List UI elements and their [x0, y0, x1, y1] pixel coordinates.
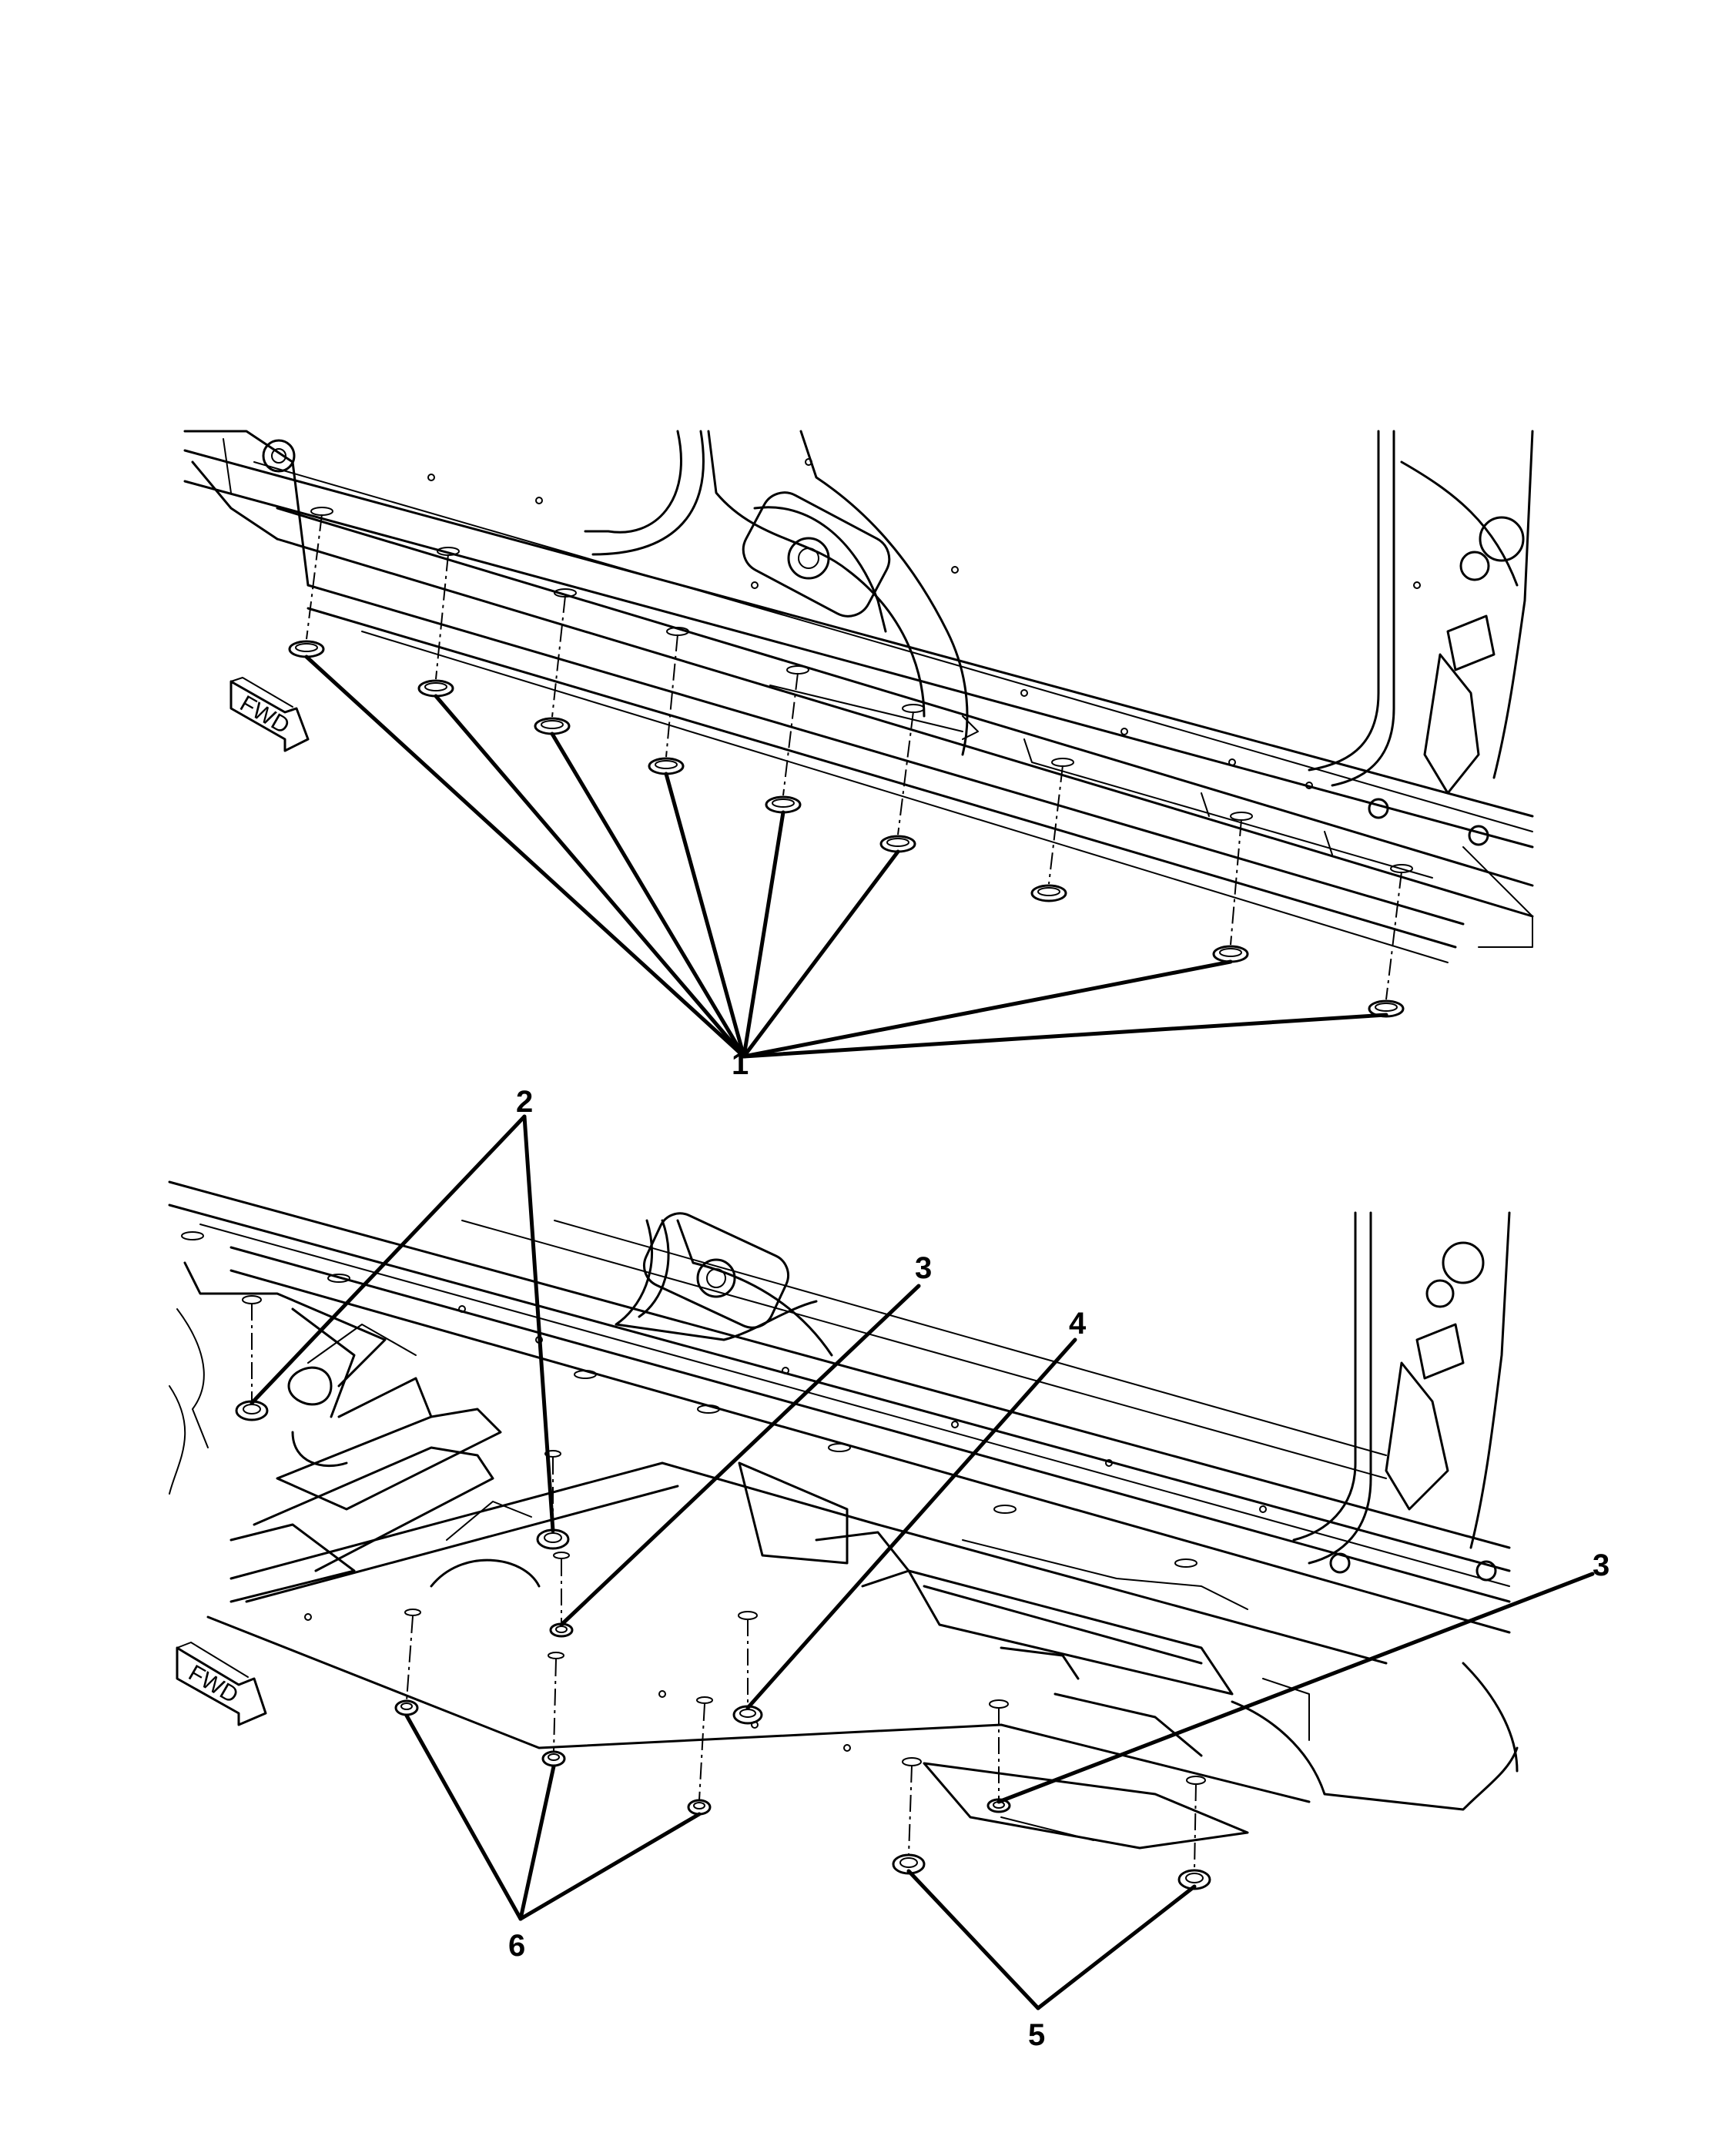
plug-round-item-6 [687, 1799, 712, 1816]
callout-6: 6 [508, 1929, 525, 1963]
callout-5: 5 [1028, 2018, 1045, 2052]
upper-plugs [288, 514, 1405, 1018]
plug-round-item-6 [394, 1699, 419, 1716]
fwd-label: FWD [184, 1660, 243, 1709]
callout-3-right: 3 [1593, 1548, 1609, 1582]
callout-3-left: 3 [915, 1251, 932, 1285]
callout-4-leader [745, 1337, 1077, 1710]
plug-oval [1212, 945, 1249, 963]
callout-2: 2 [516, 1085, 533, 1119]
callout-3-leader-right [996, 1572, 1595, 1804]
plug-round-item-2 [536, 1528, 570, 1550]
lower-view-floor-pan [168, 1180, 1519, 1850]
plug-oval [648, 757, 685, 775]
callout-1: 1 [732, 1047, 749, 1081]
callout-3-leader-left [559, 1284, 921, 1627]
callout-6-leaders [404, 1713, 702, 1921]
plug-oval [879, 835, 916, 853]
callout-2-leaders [250, 1114, 555, 1533]
plug-oval [534, 717, 571, 735]
callout-5-leaders [906, 1869, 1197, 2010]
plug-oval [765, 795, 802, 814]
plug-oval [417, 679, 454, 698]
upper-view-sill-panel [183, 430, 1534, 963]
fwd-label: FWD [236, 691, 294, 739]
callout-4: 4 [1069, 1307, 1087, 1341]
plug-oval [288, 640, 325, 658]
fwd-arrow-lower: FWD [176, 1642, 267, 1726]
plug-oval [1030, 884, 1067, 902]
callout-1-leaders [304, 654, 1388, 1059]
plug-round-item-6 [541, 1750, 566, 1767]
fwd-arrow-upper: FWD [229, 677, 310, 752]
